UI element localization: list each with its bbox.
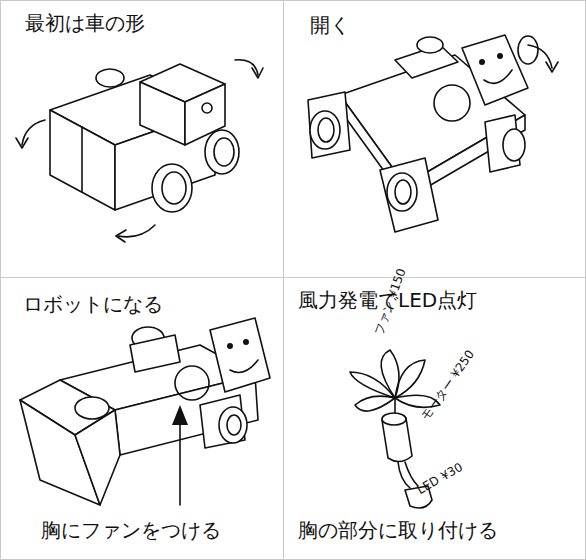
comic-panel: 開く [283, 0, 586, 278]
comic-panel: 風力発電でLED点灯胸の部分に取り付ける [283, 277, 586, 560]
panel-note: 胸にファンをつける [41, 518, 221, 542]
panel-caption: 開く [310, 13, 350, 37]
panel-caption: 最初は車の形 [25, 11, 145, 35]
comic-panel: 最初は車の形 [0, 0, 284, 278]
comic-panel: ロボットになる胸にファンをつける [0, 277, 284, 560]
panel-caption: ロボットになる [23, 292, 163, 316]
panel-note: 胸の部分に取り付ける [298, 518, 498, 542]
